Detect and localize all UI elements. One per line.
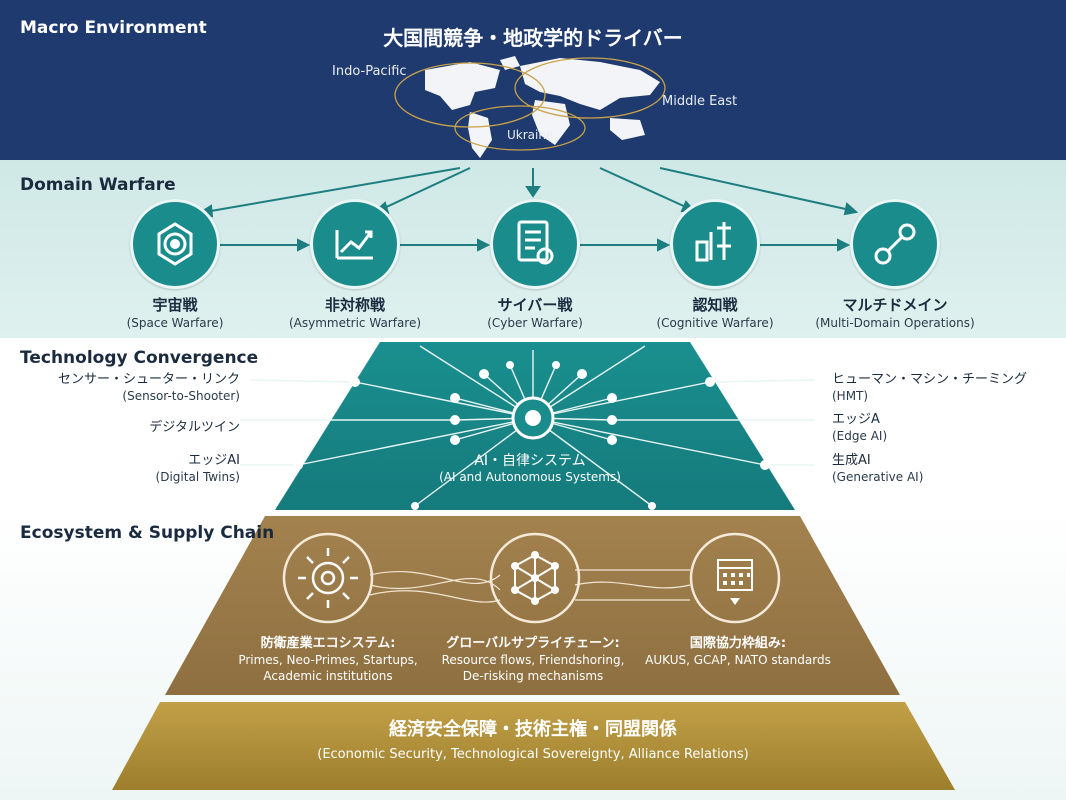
foundation-title: 経済安全保障・技術主権・同盟関係 bbox=[389, 719, 677, 740]
ecosystem-links bbox=[369, 569, 691, 603]
eco-head-supply-chain: グローバルサプライチェーン: bbox=[446, 636, 620, 651]
ecosystem-trapezoid bbox=[165, 516, 900, 695]
tech-jp: エッジA bbox=[832, 412, 880, 427]
region-ukraine: Ukraine bbox=[507, 128, 554, 142]
domain-sublabel-space: (Space Warfare) bbox=[126, 316, 224, 330]
multi-domain-link-icon bbox=[850, 199, 940, 289]
tech-label-generative-ai: 生成AI (Generative AI) bbox=[832, 452, 1062, 486]
domain-label-space: 宇宙戦 bbox=[152, 296, 198, 314]
tech-label-edge-ai: エッジA (Edge AI) bbox=[832, 411, 1062, 445]
tech-en: (HMT) bbox=[832, 389, 869, 403]
eco-head-intl-cooperation: 国際協力枠組み: bbox=[689, 636, 787, 651]
region-indo-pacific: Indo-Pacific bbox=[332, 64, 407, 79]
tech-network bbox=[240, 345, 816, 507]
ecosystem-title: Ecosystem & Supply Chain bbox=[20, 523, 275, 543]
foundation-subtitle: (Economic Security, Technological Sovere… bbox=[317, 747, 749, 762]
domain-flow-arrows bbox=[220, 238, 851, 252]
calendar-icon bbox=[717, 559, 753, 591]
tech-en: (Generative AI) bbox=[832, 470, 924, 484]
ai-core-node bbox=[511, 396, 555, 440]
domain-sublabel-multi-domain: (Multi-Domain Operations) bbox=[815, 316, 975, 330]
geopolitical-orbits bbox=[394, 57, 666, 151]
domain-sublabel-cognitive: (Cognitive Warfare) bbox=[656, 316, 774, 330]
cyber-document-icon bbox=[490, 199, 580, 289]
tech-label-digital-twin: デジタルツイン bbox=[20, 419, 240, 436]
tech-jp: エッジAI bbox=[188, 453, 240, 468]
domain-label-asymmetric: 非対称戦 bbox=[324, 296, 385, 314]
region-middle-east: Middle East bbox=[662, 94, 738, 109]
domain-label-cyber: サイバー戦 bbox=[497, 296, 573, 314]
world-map-icon bbox=[425, 56, 660, 158]
tech-en: (Sensor-to-Shooter) bbox=[122, 389, 240, 403]
domain-label-cognitive: 認知戦 bbox=[692, 296, 738, 314]
ai-autonomous-systems-label: AI・自律システム (AI and Autonomous Systems) bbox=[430, 450, 630, 484]
domain-label-multi-domain: マルチドメイン bbox=[842, 296, 948, 314]
gear-icon bbox=[298, 548, 358, 608]
domain-warfare-title: Domain Warfare bbox=[20, 175, 176, 195]
tech-en: (Edge AI) bbox=[832, 429, 888, 443]
eco-desc-supply-chain-2: De-risking mechanisms bbox=[462, 669, 604, 683]
eco-desc-defense-industry-1: Primes, Neo-Primes, Startups, bbox=[238, 653, 418, 667]
macro-environment-title: Macro Environment bbox=[20, 18, 207, 38]
domain-sublabel-asymmetric: (Asymmetric Warfare) bbox=[288, 316, 422, 330]
tech-nodes bbox=[293, 361, 770, 510]
ai-center-jp: AI・自律システム bbox=[474, 453, 586, 469]
tech-jp: 生成AI bbox=[832, 453, 871, 468]
domain-sublabel-cyber: (Cyber Warfare) bbox=[487, 316, 583, 330]
tech-label-edge-ai-left: エッジAI (Digital Twins) bbox=[20, 452, 240, 486]
space-warfare-icon bbox=[130, 199, 220, 289]
tech-en: (Digital Twins) bbox=[155, 470, 240, 484]
macro-heading: 大国間競争・地政学的ドライバー bbox=[383, 26, 683, 50]
tech-jp: ヒューマン・マシン・チーミング bbox=[832, 372, 1028, 387]
tech-label-hmt: ヒューマン・マシン・チーミング (HMT) bbox=[832, 371, 1062, 405]
tech-label-sensor-to-shooter: センサー・シューター・リンク (Sensor-to-Shooter) bbox=[20, 371, 240, 405]
technology-convergence-title: Technology Convergence bbox=[20, 348, 259, 368]
ecosystem-icon-circles bbox=[282, 532, 781, 624]
foundation-band bbox=[112, 702, 955, 790]
cognitive-icon bbox=[670, 199, 760, 289]
asymmetric-chart-icon bbox=[310, 199, 400, 289]
eco-desc-defense-industry-2: Academic institutions bbox=[263, 669, 393, 683]
eco-desc-supply-chain-1: Resource flows, Friendshoring, bbox=[441, 653, 625, 667]
ai-center-en: (AI and Autonomous Systems) bbox=[439, 470, 621, 484]
eco-desc-intl-cooperation-1: AUKUS, GCAP, NATO standards bbox=[645, 653, 831, 667]
tech-jp: センサー・シューター・リンク bbox=[57, 372, 240, 387]
tech-jp: デジタルツイン bbox=[149, 420, 240, 435]
eco-head-defense-industry: 防衛産業エコシステム: bbox=[260, 636, 396, 651]
